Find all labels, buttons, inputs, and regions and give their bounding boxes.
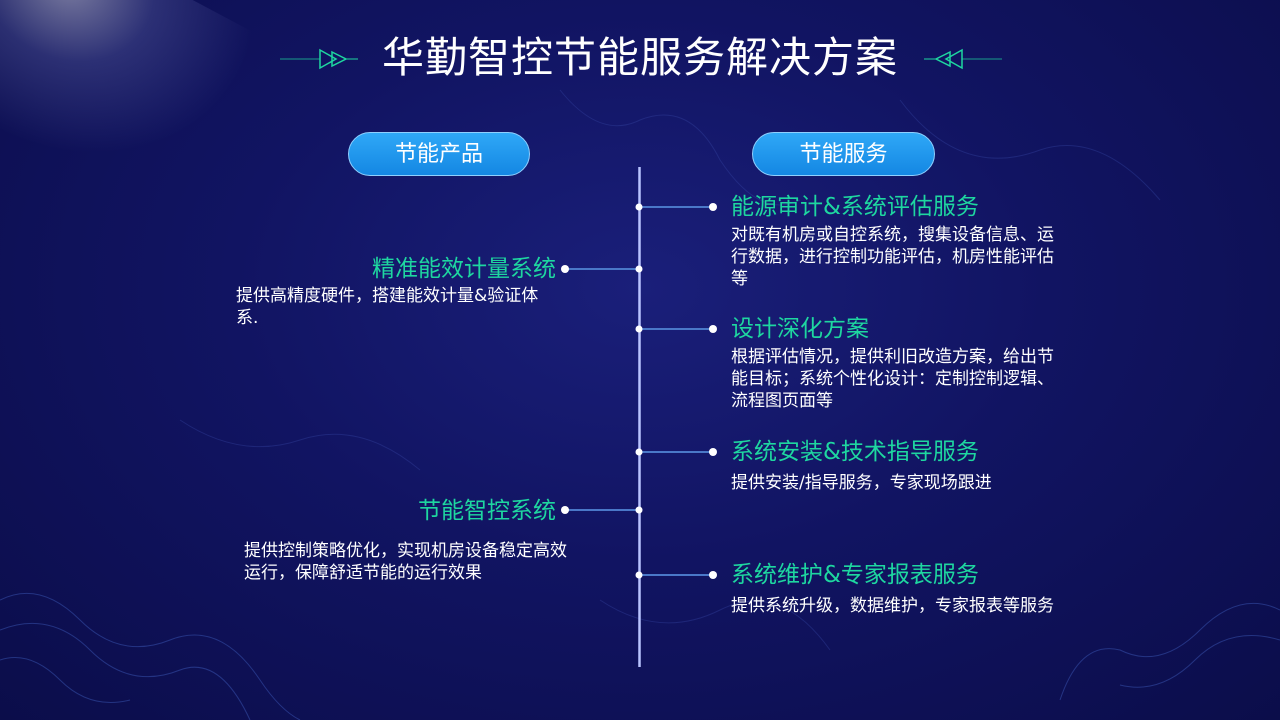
service-desc-audit: 对既有机房或自控系统，搜集设备信息、运行数据，进行控制功能评估，机房性能评估等	[731, 225, 1054, 289]
product-heading-metering: 精准能效计量系统	[372, 256, 556, 282]
product-desc-smart-control: 提供控制策略优化，实现机房设备稳定高效运行，保障舒适节能的运行效果	[244, 541, 567, 583]
product-heading-smart-control: 节能智控系统	[418, 498, 556, 524]
title-right-arrow-icon	[924, 48, 1002, 70]
service-desc-maintenance: 提供系统升级，数据维护，专家报表等服务	[731, 596, 1054, 616]
service-desc-install: 提供安装/指导服务，专家现场跟进	[731, 473, 992, 493]
energy-products-header: 节能产品	[348, 132, 530, 176]
product-desc-metering: 提供高精度硬件，搭建能效计量&验证体系.	[236, 286, 539, 328]
service-heading-maintenance: 系统维护&专家报表服务	[731, 562, 979, 588]
title-left-arrow-icon	[280, 48, 358, 70]
page-title: 华勤智控节能服务解决方案	[381, 33, 898, 82]
service-heading-design: 设计深化方案	[731, 316, 869, 342]
energy-services-header: 节能服务	[752, 132, 935, 176]
service-heading-install: 系统安装&技术指导服务	[731, 439, 979, 465]
service-heading-audit: 能源审计&系统评估服务	[731, 194, 979, 220]
service-desc-design: 根据评估情况，提供利旧改造方案，给出节能目标；系统个性化设计：定制控制逻辑、流程…	[731, 347, 1054, 411]
